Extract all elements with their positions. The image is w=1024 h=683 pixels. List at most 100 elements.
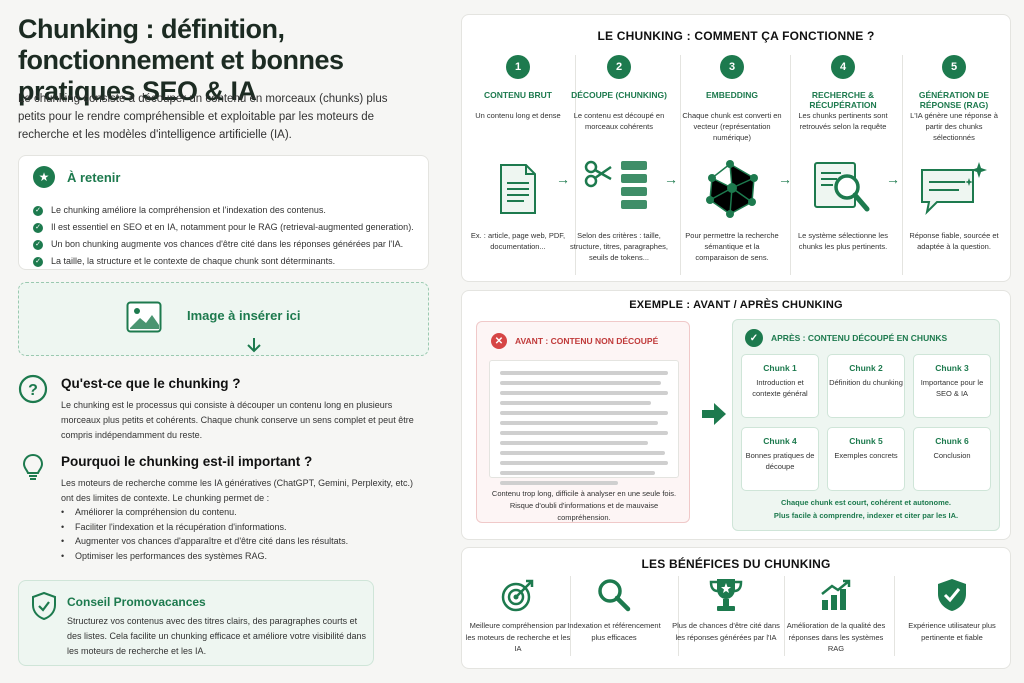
- step-number: 2: [607, 55, 631, 79]
- benefit-item: Expérience utilisateur plus pertinente e…: [898, 576, 1006, 643]
- steps-card: LE CHUNKING : COMMENT ÇA FONCTIONNE ? 1 …: [461, 14, 1011, 282]
- what-title: Qu'est-ce que le chunking ?: [61, 376, 241, 391]
- step-desc: Un contenu long et dense: [475, 111, 561, 120]
- step-note: Réponse fiable, sourcée et adaptée à la …: [909, 231, 999, 251]
- retenir-title: À retenir: [67, 169, 121, 185]
- why-title: Pourquoi le chunking est-il important ?: [61, 454, 313, 469]
- image-placeholder-label: Image à insérer ici: [187, 308, 301, 323]
- step-5: 5 GÉNÉRATION DE RÉPONSE (RAG) L'IA génèr…: [904, 55, 1004, 251]
- divider: [680, 55, 681, 275]
- chunk-desc: Conclusion: [933, 451, 971, 460]
- check-icon: ✓: [33, 239, 43, 250]
- arrow-right-icon: [702, 403, 726, 425]
- chunk-card: Chunk 6 Conclusion: [913, 427, 991, 491]
- arrow-right-icon: →: [778, 171, 792, 187]
- benefits-card: LES BÉNÉFICES DU CHUNKING Meilleure comp…: [461, 547, 1011, 669]
- step-title: CONTENU BRUT: [484, 90, 552, 100]
- shield-check-icon: [32, 591, 56, 621]
- chunk-card: Chunk 4 Bonnes pratiques de découpe: [741, 427, 819, 491]
- close-icon: ✕: [491, 333, 507, 349]
- benefit-item: Meilleure compréhension par les moteurs …: [464, 576, 572, 655]
- network-icon: [682, 153, 782, 225]
- step-desc: Les chunks pertinents sont retrouvés sel…: [798, 111, 888, 131]
- step-desc: L'IA génère une réponse à partir des chu…: [910, 111, 998, 142]
- list-item: ✓Il est essentiel en SEO et en IA, notam…: [33, 219, 414, 236]
- divider: [790, 55, 791, 275]
- avant-foot: Contenu trop long, difficile à analyser …: [491, 489, 677, 522]
- example-card: EXEMPLE : AVANT / APRÈS CHUNKING ✕ AVANT …: [461, 290, 1011, 540]
- benefit-text: Amélioration de la qualité des réponses …: [786, 621, 886, 653]
- trophy-icon: [672, 576, 780, 614]
- step-number: 4: [831, 55, 855, 79]
- check-icon: ✓: [33, 256, 43, 267]
- apres-title: APRÈS : CONTENU DÉCOUPÉ EN CHUNKS: [771, 333, 948, 343]
- list-item: Augmenter vos chances d'apparaître et d'…: [61, 534, 348, 549]
- step-note: Ex. : article, page web, PDF, documentat…: [470, 231, 566, 251]
- magnifier-icon: [793, 153, 893, 225]
- divider: [575, 55, 576, 275]
- what-text: Le chunking est le processus qui consist…: [61, 400, 414, 440]
- arrow-right-icon: →: [556, 171, 570, 187]
- step-note: Selon des critères : taille, structure, …: [570, 231, 668, 262]
- chunk-card: Chunk 3 Importance pour le SEO & IA: [913, 354, 991, 418]
- step-title: RECHERCHE & RÉCUPÉRATION: [809, 90, 877, 110]
- chunk-card: Chunk 2 Définition du chunking: [827, 354, 905, 418]
- divider: [570, 576, 571, 656]
- svg-text:?: ?: [28, 382, 38, 399]
- divider: [894, 576, 895, 656]
- example-title: EXEMPLE : AVANT / APRÈS CHUNKING: [629, 299, 843, 311]
- step-desc: Le contenu est découpé en morceaux cohér…: [573, 111, 665, 131]
- step-number: 1: [506, 55, 530, 79]
- chunk-desc: Introduction et contexte général: [752, 378, 808, 398]
- step-4: 4 RECHERCHE & RÉCUPÉRATION Les chunks pe…: [793, 55, 893, 251]
- conseil-text: Structurez vos contenus avec des titres …: [67, 616, 366, 656]
- benefit-text: Meilleure compréhension par les moteurs …: [465, 621, 571, 653]
- chunk-title: Chunk 2: [849, 363, 883, 373]
- benefit-item: Indexation et référencement plus efficac…: [560, 576, 668, 643]
- step-1: 1 CONTENU BRUT Un contenu long et dense …: [468, 55, 568, 251]
- magnifier-icon: [560, 576, 668, 614]
- divider: [902, 55, 903, 275]
- lightbulb-icon: [22, 453, 44, 480]
- chunk-title: Chunk 1: [763, 363, 797, 373]
- document-icon: [468, 153, 568, 225]
- steps-title: LE CHUNKING : COMMENT ÇA FONCTIONNE ?: [597, 29, 875, 43]
- chunk-desc: Exemples concrets: [834, 451, 898, 460]
- chunk-desc: Bonnes pratiques de découpe: [745, 451, 815, 471]
- conseil-card: Conseil Promovacances Structurez vos con…: [18, 580, 374, 666]
- scissors-icon: [569, 153, 669, 225]
- target-icon: [464, 576, 572, 614]
- check-icon: ✓: [745, 329, 763, 347]
- step-title: DÉCOUPE (CHUNKING): [571, 90, 667, 100]
- step-2: 2 DÉCOUPE (CHUNKING) Le contenu est déco…: [569, 55, 669, 262]
- list-item: Faciliter l'indexation et la récupératio…: [61, 520, 348, 535]
- why-section: Pourquoi le chunking est-il important ? …: [18, 452, 428, 572]
- step-note: Pour permettre la recherche sémantique e…: [685, 231, 779, 262]
- step-title: EMBEDDING: [706, 90, 758, 100]
- why-text: Les moteurs de recherche comme les IA gé…: [61, 478, 413, 503]
- avant-title: AVANT : CONTENU NON DÉCOUPÉ: [515, 336, 659, 346]
- apres-foot: Chaque chunk est court, cohérent et auto…: [733, 496, 999, 522]
- step-title: GÉNÉRATION DE RÉPONSE (RAG): [918, 90, 990, 110]
- avant-panel: ✕ AVANT : CONTENU NON DÉCOUPÉ Contenu tro…: [476, 321, 690, 523]
- chunk-title: Chunk 3: [935, 363, 969, 373]
- shield-icon: [898, 576, 1006, 614]
- image-placeholder[interactable]: Image à insérer ici: [18, 282, 429, 356]
- divider: [678, 576, 679, 656]
- chart-up-icon: [782, 576, 890, 614]
- image-icon: [126, 301, 162, 333]
- question-icon: ?: [18, 374, 48, 404]
- retenir-list: ✓Le chunking améliore la compréhension e…: [33, 202, 414, 270]
- intro-text: Le chunking consiste à découper un conte…: [18, 93, 388, 141]
- apres-foot-line: Plus facile à comprendre, indexer et cit…: [773, 511, 959, 520]
- benefit-text: Expérience utilisateur plus pertinente e…: [908, 621, 996, 642]
- chunk-desc: Définition du chunking: [829, 378, 903, 387]
- chunk-title: Chunk 5: [849, 436, 883, 446]
- benefit-text: Indexation et référencement plus efficac…: [567, 621, 661, 642]
- benefits-title: LES BÉNÉFICES DU CHUNKING: [641, 557, 831, 571]
- check-icon: ✓: [33, 222, 43, 233]
- apres-foot-line: Chaque chunk est court, cohérent et auto…: [780, 498, 952, 507]
- conseil-title: Conseil Promovacances: [67, 595, 206, 609]
- benefit-text: Plus de chances d'être cité dans les rép…: [672, 621, 780, 642]
- chunk-card: Chunk 1 Introduction et contexte général: [741, 354, 819, 418]
